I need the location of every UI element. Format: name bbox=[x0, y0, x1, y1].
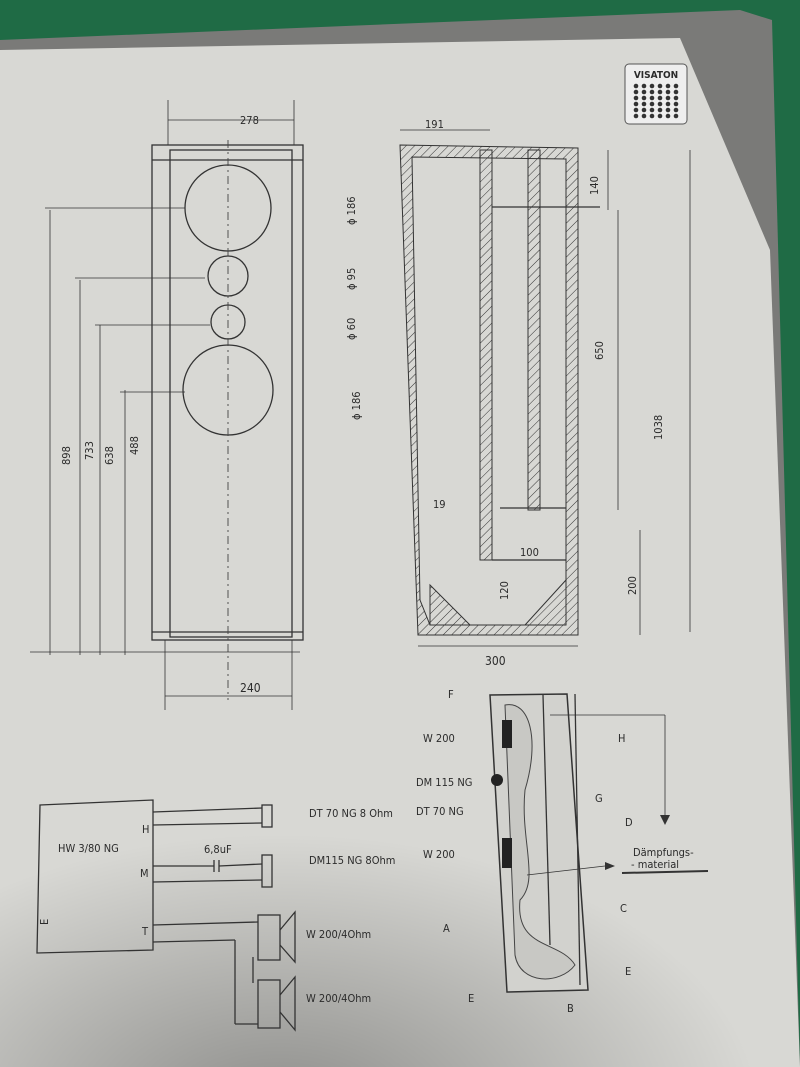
svg-text:C: C bbox=[620, 902, 627, 915]
visaton-logo: VISATON bbox=[624, 63, 688, 125]
svg-text:ϕ 186: ϕ 186 bbox=[350, 391, 363, 420]
cabinet-section-drawing: F H G D C A E E B W 200 DM 115 NG DT 70 … bbox=[416, 688, 709, 1015]
svg-text:ϕ 60: ϕ 60 bbox=[345, 318, 358, 340]
svg-text:ϕ 95: ϕ 95 bbox=[345, 268, 358, 290]
svg-text:19: 19 bbox=[433, 498, 446, 511]
svg-text:A: A bbox=[443, 922, 450, 935]
logo-dot bbox=[657, 101, 663, 107]
svg-text:D: D bbox=[625, 816, 633, 829]
svg-text:300: 300 bbox=[485, 654, 506, 668]
logo-dot bbox=[633, 101, 639, 107]
logo-dot bbox=[657, 95, 663, 101]
logo-dot bbox=[641, 83, 647, 89]
logo-dot bbox=[641, 95, 647, 101]
svg-text:W 200: W 200 bbox=[423, 848, 455, 861]
svg-text:DT 70 NG: DT 70 NG bbox=[416, 805, 464, 818]
logo-dot bbox=[673, 89, 679, 95]
logo-dot bbox=[649, 107, 655, 113]
svg-text:HW 3/80 NG: HW 3/80 NG bbox=[58, 842, 119, 855]
svg-text:F: F bbox=[448, 688, 454, 701]
logo-dot bbox=[665, 101, 671, 107]
logo-dot bbox=[641, 101, 647, 107]
logo-dot bbox=[649, 83, 655, 89]
logo-dot bbox=[673, 101, 679, 107]
svg-text:M: M bbox=[140, 867, 149, 880]
logo-dot bbox=[641, 113, 647, 119]
logo-dot bbox=[633, 113, 639, 119]
svg-text:DM 115 NG: DM 115 NG bbox=[416, 776, 472, 789]
svg-text:E: E bbox=[38, 919, 51, 925]
svg-text:VISATON: VISATON bbox=[634, 70, 678, 81]
svg-text:E: E bbox=[625, 965, 631, 978]
svg-text:733: 733 bbox=[83, 441, 96, 460]
svg-text:650: 650 bbox=[593, 341, 606, 360]
logo-dot bbox=[641, 89, 647, 95]
svg-text:W 200/4Ohm: W 200/4Ohm bbox=[306, 992, 371, 1005]
logo-dot bbox=[649, 89, 655, 95]
logo-dot bbox=[665, 113, 671, 119]
svg-text:- material: - material bbox=[631, 858, 679, 871]
svg-text:DM115 NG 8Ohm: DM115 NG 8Ohm bbox=[309, 854, 395, 867]
logo-dot bbox=[633, 89, 639, 95]
svg-text:E: E bbox=[468, 992, 474, 1005]
svg-text:200: 200 bbox=[626, 576, 639, 595]
svg-text:G: G bbox=[595, 792, 603, 805]
svg-text:191: 191 bbox=[425, 118, 444, 131]
wiring-diagram: HW 3/80 NG H M T E 6,8uF DT 70 NG 8 Ohm … bbox=[36, 799, 395, 1032]
svg-text:100: 100 bbox=[520, 546, 539, 559]
logo-dot bbox=[673, 83, 679, 89]
logo-dot bbox=[649, 101, 655, 107]
logo-dot bbox=[673, 113, 679, 119]
logo-dot bbox=[641, 107, 647, 113]
svg-text:898: 898 bbox=[60, 446, 73, 465]
svg-text:Dämpfungs-: Dämpfungs- bbox=[633, 846, 694, 859]
svg-text:6,8uF: 6,8uF bbox=[204, 843, 232, 856]
svg-text:T: T bbox=[141, 925, 149, 938]
svg-text:ϕ 186: ϕ 186 bbox=[345, 196, 358, 225]
logo-dot bbox=[665, 95, 671, 101]
svg-text:B: B bbox=[567, 1002, 574, 1015]
logo-dot bbox=[673, 107, 679, 113]
front-view-drawing: 278 240 898 733 638 488 bbox=[30, 100, 304, 710]
svg-text:H: H bbox=[618, 732, 625, 745]
svg-text:638: 638 bbox=[103, 446, 116, 465]
logo-dot bbox=[673, 95, 679, 101]
logo-dot bbox=[657, 113, 663, 119]
logo-dot bbox=[665, 107, 671, 113]
svg-text:240: 240 bbox=[240, 681, 261, 695]
logo-dot bbox=[665, 89, 671, 95]
svg-text:W 200: W 200 bbox=[423, 732, 455, 745]
logo-dot bbox=[657, 89, 663, 95]
logo-dot bbox=[649, 113, 655, 119]
svg-text:278: 278 bbox=[240, 114, 259, 127]
svg-text:120: 120 bbox=[498, 581, 511, 600]
svg-text:H: H bbox=[142, 823, 149, 836]
logo-dot bbox=[633, 107, 639, 113]
svg-text:DT 70 NG 8 Ohm: DT 70 NG 8 Ohm bbox=[309, 807, 393, 820]
svg-text:140: 140 bbox=[588, 176, 601, 195]
logo-dot bbox=[633, 83, 639, 89]
logo-dot bbox=[657, 107, 663, 113]
svg-text:1038: 1038 bbox=[652, 415, 665, 440]
side-view-drawing: 191 140 650 1038 200 ϕ 186 ϕ 95 ϕ 60 ϕ 1… bbox=[345, 118, 691, 668]
logo-dot bbox=[657, 83, 663, 89]
logo-dot bbox=[665, 83, 671, 89]
logo-dot bbox=[649, 95, 655, 101]
svg-text:488: 488 bbox=[128, 436, 141, 455]
svg-text:W 200/4Ohm: W 200/4Ohm bbox=[306, 928, 371, 941]
logo-dot bbox=[633, 95, 639, 101]
